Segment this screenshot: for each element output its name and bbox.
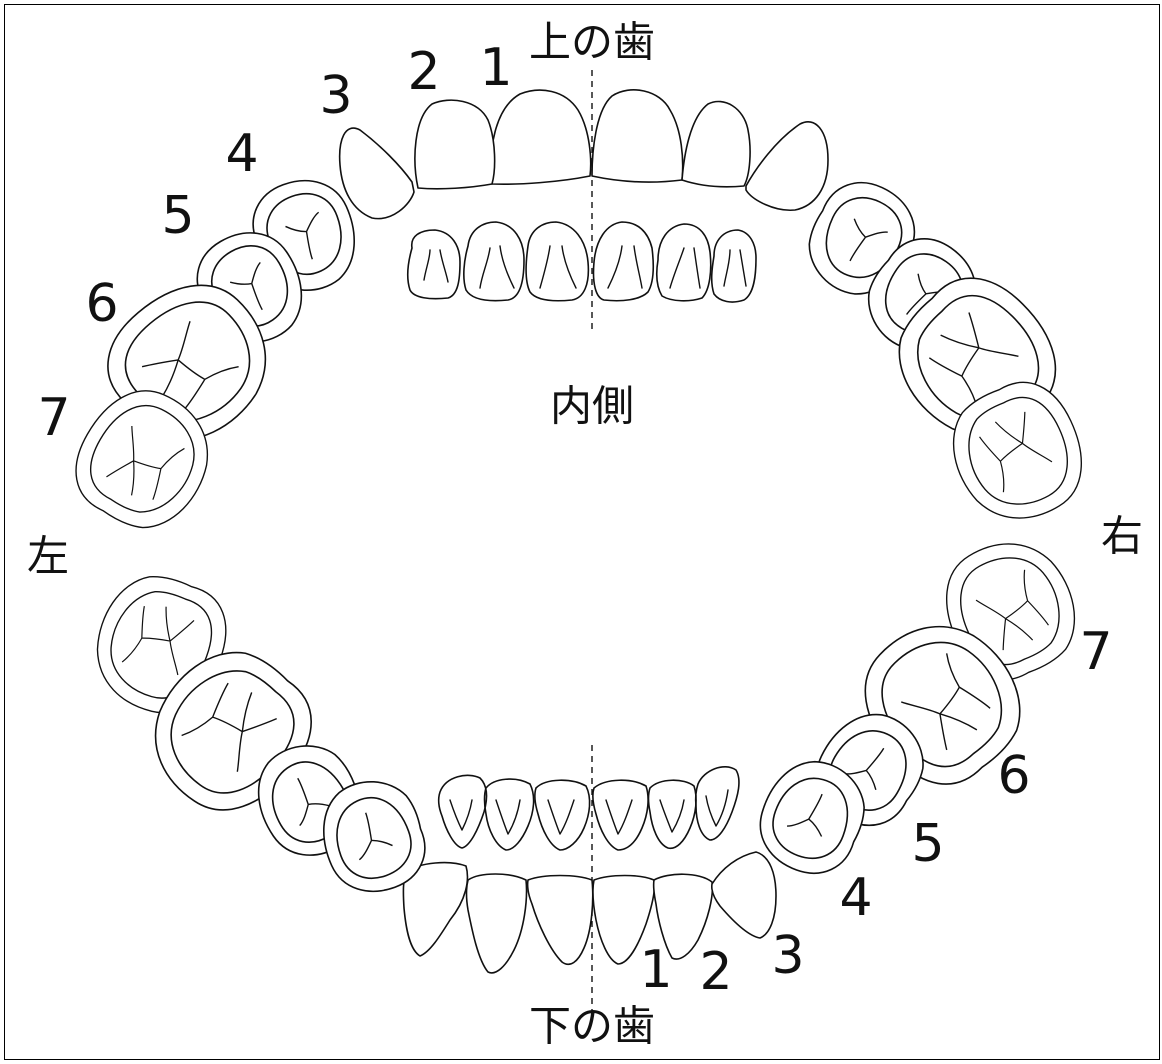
tooth-upper-inner-l3 xyxy=(408,230,460,299)
upper-inner-incisors xyxy=(408,222,756,302)
tooth-number-upper-4: 4 xyxy=(225,124,258,184)
upper-right-back-teeth xyxy=(794,168,1101,538)
tooth-upper-left-2 xyxy=(415,100,495,189)
tooth-number-upper-3: 3 xyxy=(319,66,352,126)
tooth-lower-inner-l2 xyxy=(485,779,534,850)
tooth-lower-inner-l1 xyxy=(535,780,590,850)
tooth-number-lower-5: 5 xyxy=(911,814,944,874)
lower-inner-incisors xyxy=(439,767,739,850)
inner-side-label: 内側 xyxy=(550,382,634,431)
tooth-number-upper-2: 2 xyxy=(407,42,440,102)
tooth-upper-inner-l2 xyxy=(464,222,524,301)
right-side-label: 右 xyxy=(1101,512,1143,561)
tooth-lower-right-3 xyxy=(712,852,776,938)
tooth-upper-right-1 xyxy=(592,90,683,182)
tooth-lower-inner-l3 xyxy=(439,775,487,848)
lower-left-back-teeth xyxy=(80,562,438,905)
tooth-number-lower-4: 4 xyxy=(839,868,872,928)
tooth-lower-inner-r3 xyxy=(696,767,739,840)
tooth-number-lower-2: 2 xyxy=(699,942,732,1002)
tooth-lower-inner-r2 xyxy=(649,780,697,848)
tooth-number-lower-3: 3 xyxy=(771,926,804,986)
tooth-upper-right-2 xyxy=(682,102,750,187)
upper-left-back-teeth xyxy=(58,167,370,547)
upper-teeth-label: 上の歯 xyxy=(529,18,655,67)
tooth-number-lower-1: 1 xyxy=(639,940,672,1000)
tooth-number-upper-6: 6 xyxy=(85,274,118,334)
tooth-lower-left-1 xyxy=(528,876,593,965)
tooth-upper-inner-l1 xyxy=(526,222,588,301)
upper-front-teeth xyxy=(340,90,828,219)
left-side-label: 左 xyxy=(27,532,69,581)
tooth-upper-left-1 xyxy=(491,90,591,184)
tooth-upper-inner-r1 xyxy=(593,222,653,301)
tooth-number-upper-5: 5 xyxy=(161,186,194,246)
tooth-upper-right-3 xyxy=(746,122,828,210)
tooth-lower-left-2 xyxy=(467,874,527,973)
tooth-number-upper-1: 1 xyxy=(479,38,512,98)
tooth-upper-inner-r2 xyxy=(657,224,711,301)
lower-teeth-label: 下の歯 xyxy=(529,1002,655,1051)
tooth-upper-inner-r3 xyxy=(712,230,756,302)
tooth-number-lower-6: 6 xyxy=(997,746,1030,806)
tooth-number-upper-7: 7 xyxy=(37,388,70,448)
tooth-lower-inner-r1 xyxy=(593,780,648,850)
tooth-upper-left-3 xyxy=(340,128,414,219)
tooth-number-lower-7: 7 xyxy=(1079,622,1112,682)
